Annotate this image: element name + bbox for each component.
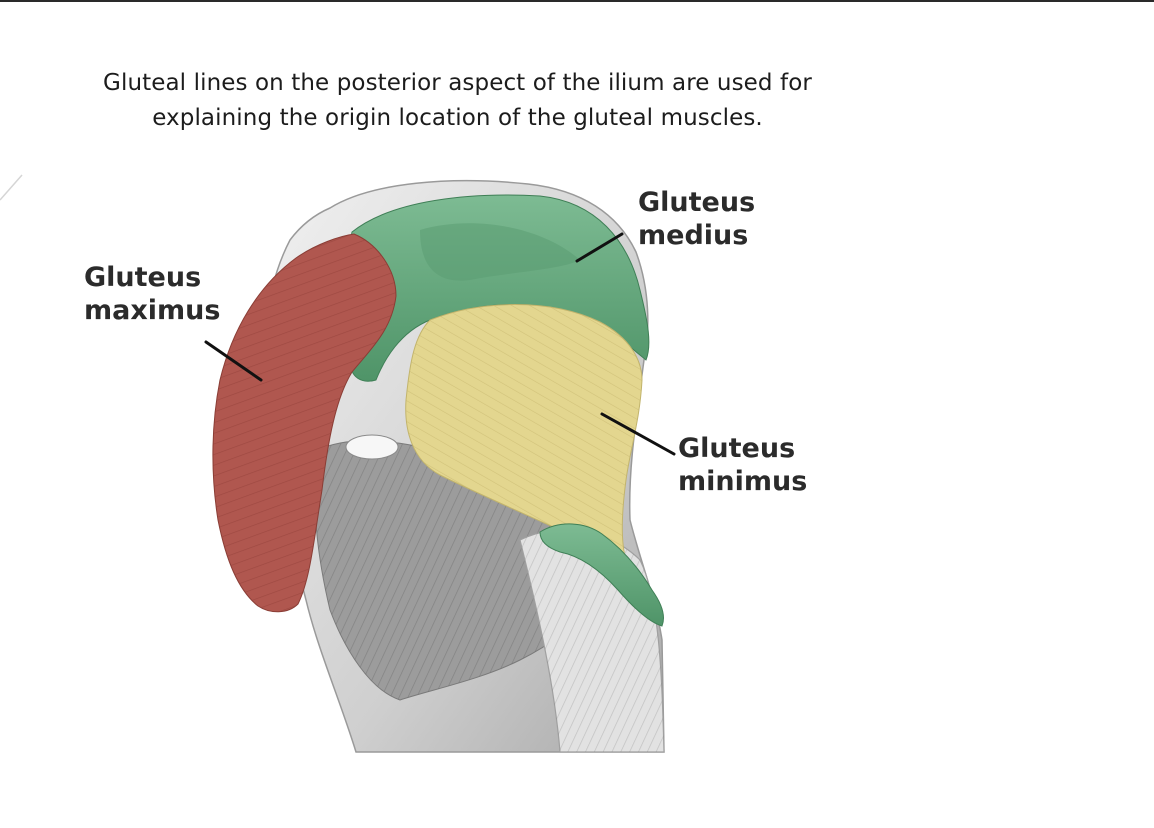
- top-divider: [0, 0, 1154, 2]
- label-gluteus-maximus: Gluteus maximus: [84, 261, 220, 327]
- label-gluteus-medius: Gluteus medius: [638, 186, 755, 252]
- label-gluteus-minimus: Gluteus minimus: [678, 432, 807, 498]
- caption-text: Gluteal lines on the posterior aspect of…: [103, 70, 812, 131]
- label-gluteus-minimus-line1: Gluteus: [678, 433, 796, 464]
- label-gluteus-maximus-line1: Gluteus: [84, 262, 202, 293]
- label-gluteus-medius-line1: Gluteus: [638, 187, 756, 218]
- label-gluteus-medius-line2: medius: [638, 220, 749, 251]
- corner-mark: [0, 174, 23, 201]
- gluteus-medius-insertion: [539, 523, 665, 627]
- leader-line-maximus: [204, 340, 263, 382]
- gluteus-medius-shade: [420, 223, 580, 281]
- sciatic-notch: [345, 434, 399, 460]
- leader-line-medius: [575, 232, 624, 263]
- label-gluteus-maximus-line2: maximus: [84, 295, 221, 326]
- leader-line-minimus: [600, 412, 676, 456]
- label-gluteus-minimus-line2: minimus: [678, 466, 808, 497]
- gluteus-minimus-fibers: [405, 304, 642, 560]
- gluteus-maximus-fibers: [212, 234, 396, 612]
